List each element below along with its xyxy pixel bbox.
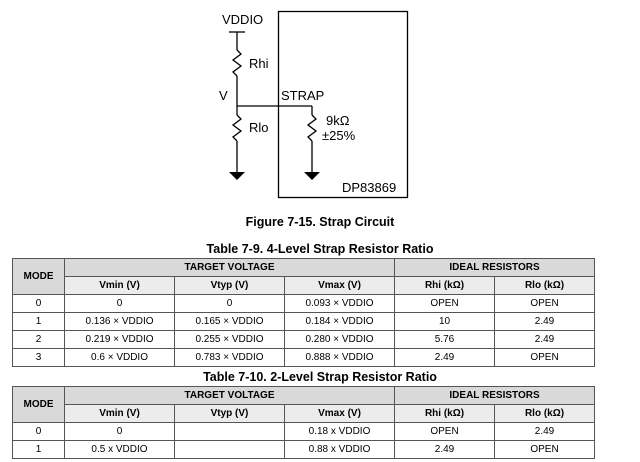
table-cell: 2.49 xyxy=(494,422,596,441)
table-cell: 1 xyxy=(12,312,65,331)
mode-header: MODE xyxy=(12,258,65,295)
table-cell: 0.165 × VDDIO xyxy=(174,312,285,331)
target-voltage-header: TARGET VOLTAGE xyxy=(63,386,396,405)
table-cell: 0.88 x VDDIO xyxy=(283,440,396,459)
table1-caption: Table 7-9. 4-Level Strap Resistor Ratio xyxy=(206,242,434,256)
figure-caption: Figure 7-15. Strap Circuit xyxy=(245,215,395,229)
rhi-resistor xyxy=(231,49,243,77)
rhi-label: Rhi xyxy=(249,56,269,71)
rlo-resistor xyxy=(231,114,243,142)
pulldown-tolerance-label: ±25% xyxy=(322,128,356,143)
table-cell: 0.280 × VDDIO xyxy=(283,330,396,349)
column-header: Rhi (kΩ) xyxy=(394,404,496,423)
table1: MODE TARGET VOLTAGE IDEAL RESISTORS Vmin… xyxy=(12,258,596,367)
column-header: Rlo (kΩ) xyxy=(494,276,596,295)
column-header: Vmin (V) xyxy=(64,404,175,423)
table-cell: 5.76 xyxy=(394,330,496,349)
pulldown-value-label: 9kΩ xyxy=(326,113,350,128)
table-cell: 0.18 x VDDIO xyxy=(283,422,396,441)
v-label: V xyxy=(219,88,228,103)
table-cell: 0.5 x VDDIO xyxy=(64,440,175,459)
target-voltage-header: TARGET VOLTAGE xyxy=(63,258,396,277)
column-header: Vmax (V) xyxy=(283,404,396,423)
table-row: 1 0.5 x VDDIO 0.88 x VDDIO 2.49 OPEN xyxy=(12,440,596,459)
table-cell: OPEN xyxy=(394,422,496,441)
ground-symbol xyxy=(229,172,245,180)
table-cell: OPEN xyxy=(494,440,596,459)
table-row: 2 0.219 × VDDIO 0.255 × VDDIO 0.280 × VD… xyxy=(12,330,596,349)
strap-circuit-diagram: VDDIO Rhi V STRAP Rlo 9kΩ ±25% DP83869 xyxy=(219,10,409,199)
table-cell: 2.49 xyxy=(394,440,496,459)
ideal-resistors-header: IDEAL RESISTORS xyxy=(394,386,596,405)
ground-symbol xyxy=(304,172,320,180)
table-cell: OPEN xyxy=(394,294,496,313)
ideal-resistors-header: IDEAL RESISTORS xyxy=(394,258,596,277)
table-cell: 3 xyxy=(12,348,65,367)
table-cell xyxy=(174,440,285,459)
table-row: 0 0 0.18 x VDDIO OPEN 2.49 xyxy=(12,422,596,441)
strap-label: STRAP xyxy=(281,88,324,103)
column-header: Vmax (V) xyxy=(283,276,396,295)
table-cell: 0 xyxy=(12,294,65,313)
table-cell: 2.49 xyxy=(494,312,596,331)
table-cell: 2.49 xyxy=(394,348,496,367)
table-cell: 0.783 × VDDIO xyxy=(174,348,285,367)
table-row: 0 0 0 0.093 × VDDIO OPEN OPEN xyxy=(12,294,596,313)
table-cell: OPEN xyxy=(494,348,596,367)
table-cell: 0.888 × VDDIO xyxy=(283,348,396,367)
column-header: Vtyp (V) xyxy=(174,276,285,295)
pulldown-resistor xyxy=(306,114,318,142)
table-cell: 2 xyxy=(12,330,65,349)
table-cell: 0 xyxy=(174,294,285,313)
chip-label: DP83869 xyxy=(342,180,396,195)
table-cell: 2.49 xyxy=(494,330,596,349)
table2-caption: Table 7-10. 2-Level Strap Resistor Ratio xyxy=(203,370,437,384)
table-row: 1 0.136 × VDDIO 0.165 × VDDIO 0.184 × VD… xyxy=(12,312,596,331)
column-header: Rlo (kΩ) xyxy=(494,404,596,423)
table-cell xyxy=(174,422,285,441)
table-cell: 10 xyxy=(394,312,496,331)
table-cell: 0 xyxy=(64,422,175,441)
rlo-label: Rlo xyxy=(249,120,269,135)
table-cell: 1 xyxy=(12,440,65,459)
column-header: Vtyp (V) xyxy=(174,404,285,423)
vddio-label: VDDIO xyxy=(222,12,263,27)
column-header: Rhi (kΩ) xyxy=(394,276,496,295)
table-cell: 0.255 × VDDIO xyxy=(174,330,285,349)
table2: MODE TARGET VOLTAGE IDEAL RESISTORS Vmin… xyxy=(12,386,596,459)
chip-box xyxy=(277,10,409,199)
table-cell: 0.136 × VDDIO xyxy=(64,312,175,331)
table-cell: 0.093 × VDDIO xyxy=(283,294,396,313)
table-row: 3 0.6 × VDDIO 0.783 × VDDIO 0.888 × VDDI… xyxy=(12,348,596,367)
table-cell: 0.184 × VDDIO xyxy=(283,312,396,331)
mode-header: MODE xyxy=(12,386,65,423)
table-cell: 0.219 × VDDIO xyxy=(64,330,175,349)
table-cell: OPEN xyxy=(494,294,596,313)
table-cell: 0.6 × VDDIO xyxy=(64,348,175,367)
table-cell: 0 xyxy=(64,294,175,313)
column-header: Vmin (V) xyxy=(64,276,175,295)
table-cell: 0 xyxy=(12,422,65,441)
